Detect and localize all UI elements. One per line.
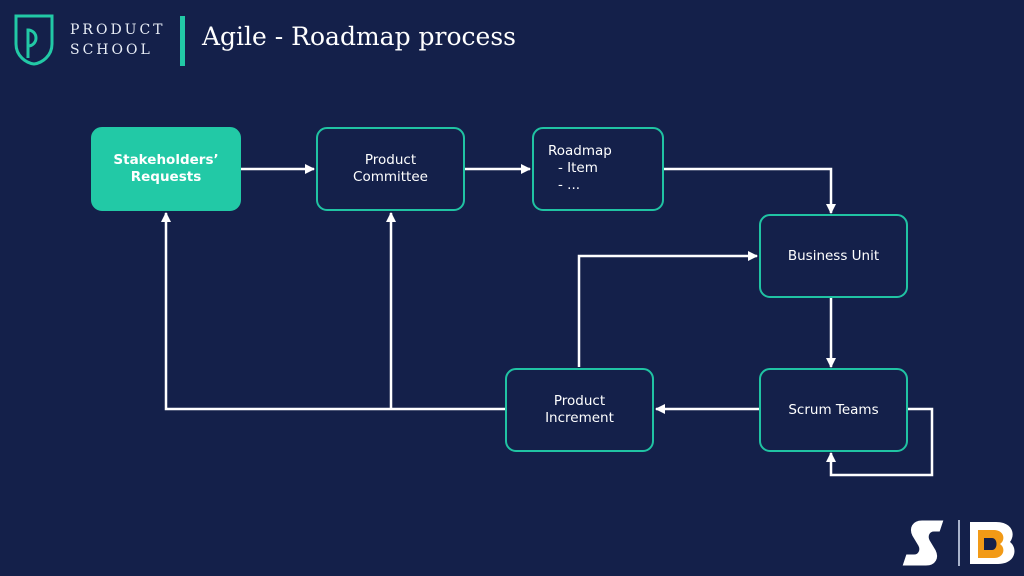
roadmap-node: Roadmap - Item - ... <box>532 127 664 211</box>
b-brand-logo-icon <box>970 522 1015 564</box>
brand-line-2: SCHOOL <box>70 42 153 58</box>
header: PRODUCT SCHOOL Agile - Roadmap process <box>0 0 1024 80</box>
roadmap-title: Roadmap <box>548 143 612 159</box>
footer-divider <box>958 520 960 566</box>
product-increment-node: Product Increment <box>505 368 654 452</box>
arrow-increment-to-business-unit <box>577 251 758 367</box>
business-unit-node: Business Unit <box>759 214 908 298</box>
s-brand-logo-icon <box>901 519 945 567</box>
stakeholders-line-1: Stakeholders’ <box>113 152 219 168</box>
committee-line-1: Product <box>364 152 417 168</box>
product-committee-node: Product Committee <box>316 127 465 211</box>
increment-line-2: Increment <box>545 410 614 426</box>
increment-line-1: Product <box>553 393 606 409</box>
roadmap-item: - Item <box>558 160 598 176</box>
committee-line-2: Committee <box>353 169 428 185</box>
stakeholders-line-2: Requests <box>130 169 202 185</box>
brand-name: PRODUCT SCHOOL <box>70 20 166 60</box>
product-school-logo-icon <box>14 14 54 66</box>
arrow-scrum-teams-loop <box>826 407 934 477</box>
scrum-teams-label: Scrum Teams <box>788 401 879 418</box>
business-unit-label: Business Unit <box>787 247 880 264</box>
brand-line-1: PRODUCT <box>70 22 166 38</box>
arrow-increment-to-stakeholders <box>161 212 505 411</box>
arrow-roadmap-to-business-unit <box>664 167 836 214</box>
page-title: Agile - Roadmap process <box>202 22 516 51</box>
footer-logos <box>901 519 1015 567</box>
roadmap-more: - ... <box>558 177 581 193</box>
stakeholders-requests-node: Stakeholders’ Requests <box>91 127 241 211</box>
header-divider <box>180 16 185 66</box>
scrum-teams-node: Scrum Teams <box>759 368 908 452</box>
